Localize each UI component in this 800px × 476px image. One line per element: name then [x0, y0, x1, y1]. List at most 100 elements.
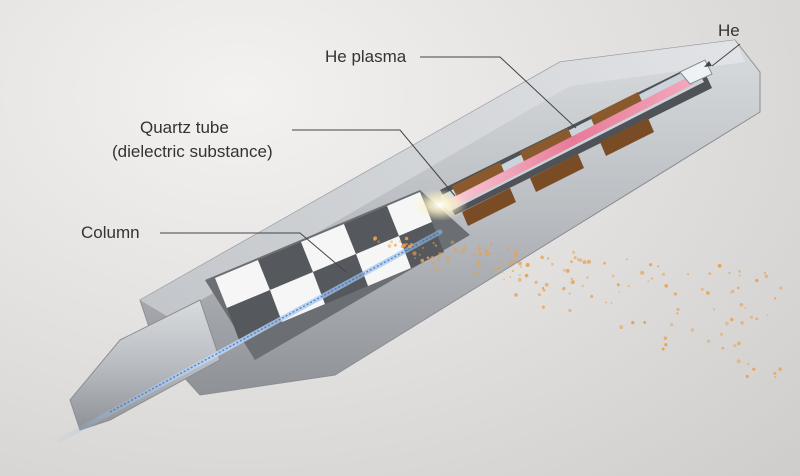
particle	[571, 250, 576, 254]
particle	[393, 243, 397, 247]
particle	[477, 245, 480, 248]
particle	[774, 375, 777, 379]
particle	[643, 321, 647, 324]
particle	[755, 317, 759, 321]
particle	[573, 256, 577, 260]
particle	[478, 252, 483, 256]
label-he: He	[718, 21, 740, 40]
particle	[616, 283, 620, 287]
particle	[546, 257, 550, 260]
particle	[477, 247, 481, 251]
electrode-block	[215, 260, 270, 308]
particle	[586, 259, 591, 264]
particle	[746, 362, 750, 366]
particle	[773, 297, 777, 300]
particle	[740, 321, 744, 325]
column-core	[109, 231, 441, 413]
particle	[453, 247, 458, 252]
particle	[724, 321, 729, 326]
particle	[490, 243, 493, 246]
particle	[611, 274, 615, 278]
label-he-plasma: He plasma	[325, 47, 407, 66]
particle	[568, 308, 572, 313]
particle	[565, 268, 570, 273]
leader-line-quartz-tube	[292, 129, 456, 197]
particle	[417, 242, 421, 245]
particle	[505, 246, 510, 251]
particle	[463, 244, 467, 248]
particle	[676, 307, 680, 311]
particle	[542, 288, 546, 292]
particle	[721, 346, 725, 350]
particle	[409, 243, 414, 247]
particle	[766, 314, 769, 317]
particle	[541, 305, 545, 309]
particle	[764, 274, 769, 279]
particle	[570, 260, 573, 264]
particle	[450, 240, 455, 245]
particle	[745, 374, 749, 379]
particle	[664, 284, 668, 288]
particle	[514, 293, 518, 297]
electrode-block	[344, 206, 399, 254]
he-plasma	[452, 76, 694, 206]
particle	[419, 253, 421, 256]
particle	[460, 251, 462, 253]
copper-electrode	[530, 154, 584, 192]
particle	[673, 292, 678, 296]
particle	[663, 336, 668, 341]
he-inlet-tip	[679, 59, 713, 85]
body-top-face	[140, 40, 745, 318]
particle	[501, 271, 504, 273]
particle	[733, 344, 737, 348]
particle	[473, 253, 476, 256]
particle	[534, 280, 538, 284]
particle	[648, 263, 653, 267]
particle	[518, 274, 521, 277]
particle	[763, 271, 766, 274]
particle	[402, 243, 407, 248]
particle	[605, 301, 608, 304]
particle	[431, 255, 434, 259]
particle	[518, 261, 522, 266]
particle	[738, 274, 741, 277]
particle	[730, 317, 734, 322]
particle	[422, 247, 424, 249]
particle	[729, 291, 732, 294]
particle	[494, 267, 498, 271]
particle	[509, 261, 513, 265]
particle	[501, 261, 504, 264]
particle	[431, 261, 435, 265]
particle	[570, 280, 575, 285]
particle	[476, 261, 481, 266]
particle	[544, 282, 549, 287]
particle	[503, 278, 506, 281]
particle	[706, 339, 711, 343]
label-quartz-tube: Quartz tube	[140, 118, 229, 137]
particle	[387, 244, 392, 248]
particle	[618, 291, 621, 294]
particle	[736, 286, 740, 290]
particle	[728, 271, 731, 274]
particle	[719, 332, 724, 336]
particle	[477, 265, 480, 268]
column	[57, 229, 443, 443]
particle	[538, 293, 541, 297]
particle	[562, 286, 566, 291]
particle	[509, 276, 512, 279]
particle	[676, 312, 679, 315]
particle	[525, 263, 530, 267]
particle	[562, 268, 566, 272]
particle	[779, 286, 783, 290]
particle	[661, 272, 666, 277]
particle	[473, 272, 478, 277]
particle	[434, 266, 440, 271]
copper-electrode	[452, 162, 506, 200]
electrode-block	[301, 224, 356, 272]
particle	[541, 286, 545, 290]
leader-lines	[160, 43, 741, 273]
particle	[429, 257, 432, 260]
particle	[514, 249, 519, 254]
